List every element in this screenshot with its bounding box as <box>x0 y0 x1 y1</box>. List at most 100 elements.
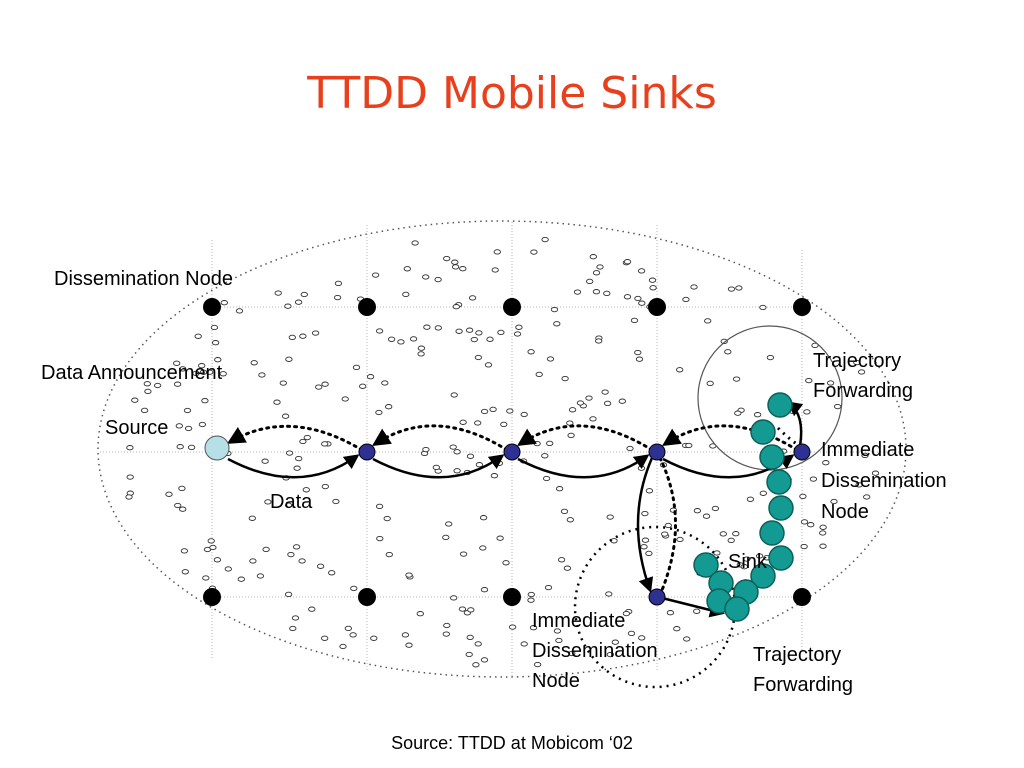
trajectory-dotted-top <box>776 426 801 448</box>
sensor-node <box>475 330 483 336</box>
sensor-node <box>445 521 453 527</box>
sensor-node <box>475 462 484 468</box>
sensor-node <box>417 345 426 351</box>
sensor-node <box>861 452 869 459</box>
dissemination-node <box>648 298 666 316</box>
sensor-node <box>479 545 487 551</box>
sensor-node <box>397 339 405 345</box>
sensor-node <box>645 550 653 557</box>
sensor-node <box>179 506 187 512</box>
sensor-node <box>411 240 419 246</box>
source-credit: Source: TTDD at Mobicom ‘02 <box>391 733 633 753</box>
sensor-node <box>143 381 151 387</box>
sensor-node <box>666 610 675 616</box>
sensor-node <box>453 468 461 474</box>
sensor-node <box>622 610 631 617</box>
sensor-node <box>291 615 300 621</box>
sensor-node <box>474 641 482 647</box>
sensor-node <box>459 551 468 557</box>
sensor-node <box>727 286 736 292</box>
sensor-node <box>645 488 654 494</box>
sensor-node <box>720 338 728 345</box>
sensor-node <box>743 556 751 562</box>
sensor-node <box>661 531 669 537</box>
data-announcement-arrows <box>226 424 799 592</box>
sensor-node <box>350 585 358 592</box>
sensor-node <box>458 606 467 612</box>
sensor-node <box>131 397 139 403</box>
sensor-node <box>292 544 301 550</box>
sensor-node <box>819 524 827 530</box>
sensor-node <box>416 611 424 617</box>
sensor-node <box>375 409 383 416</box>
sensor-node <box>258 372 266 378</box>
sensor-node <box>719 531 727 537</box>
sensor-node <box>637 465 646 471</box>
label-dissemination-node: Dissemination Node <box>54 268 233 290</box>
label-data: Data <box>270 491 313 513</box>
sensor-node <box>285 450 294 456</box>
sensor-node <box>740 564 748 570</box>
sensor-node <box>470 336 478 343</box>
sensor-node <box>557 557 566 563</box>
sink-position <box>768 495 794 521</box>
sensor-node <box>181 569 189 575</box>
sensor-node <box>405 642 413 648</box>
sensor-node <box>513 331 522 337</box>
announcement-arrow-5 <box>658 456 677 592</box>
sensor-node <box>486 336 494 342</box>
sensor-node <box>144 388 152 395</box>
sensor-node <box>567 432 575 439</box>
sensor-node <box>288 334 296 341</box>
immediate-dissemination-node-bottom <box>648 588 666 606</box>
dissemination-node <box>793 298 811 316</box>
sensor-node <box>520 641 528 647</box>
sensor-node <box>359 383 367 389</box>
active-node <box>648 443 666 461</box>
sensor-node <box>520 411 528 418</box>
sensor-node <box>626 445 634 452</box>
sensor-node <box>459 419 467 425</box>
sensor-node <box>753 412 762 418</box>
sensor-node <box>198 363 206 369</box>
sensor-node <box>853 359 861 366</box>
sensor-node <box>589 416 597 422</box>
announcement-arrow-1 <box>226 424 364 452</box>
sensor-node <box>321 441 329 447</box>
sensor-node <box>732 531 740 537</box>
sensor-node <box>623 294 632 300</box>
data-arrow-2 <box>372 454 505 479</box>
sensor-node <box>287 551 295 558</box>
sensor-node <box>235 308 244 314</box>
sensor-node <box>443 622 451 629</box>
sensor-node <box>451 264 460 270</box>
sensor-node <box>766 354 775 361</box>
sensor-node <box>704 318 712 324</box>
sensor-node <box>284 591 293 598</box>
sensor-node <box>220 300 228 306</box>
label-data-announcement: Data Announcement <box>41 362 223 384</box>
sensor-node <box>693 608 701 614</box>
sensor-field-boundary <box>97 220 907 678</box>
sensor-node <box>799 493 807 500</box>
sensor-node <box>298 558 306 564</box>
sensor-node <box>442 631 450 637</box>
sensor-node <box>576 400 585 406</box>
sensor-node <box>649 285 657 291</box>
sensor-node <box>702 513 711 519</box>
sensor-node <box>213 557 222 563</box>
sensor-node <box>207 538 215 544</box>
sensor-node <box>627 630 636 637</box>
sensor-node <box>606 514 614 520</box>
sensor-node <box>332 498 340 505</box>
sensor-node <box>635 356 644 362</box>
sensor-node <box>527 591 535 598</box>
data-arrow-1 <box>227 454 360 479</box>
sensor-node <box>546 440 554 447</box>
sensor-node <box>630 317 639 324</box>
sensor-node <box>383 515 391 522</box>
sensor-node <box>502 560 510 566</box>
sink-position <box>766 469 792 495</box>
sensor-node <box>800 519 809 525</box>
sink-position <box>768 545 794 571</box>
